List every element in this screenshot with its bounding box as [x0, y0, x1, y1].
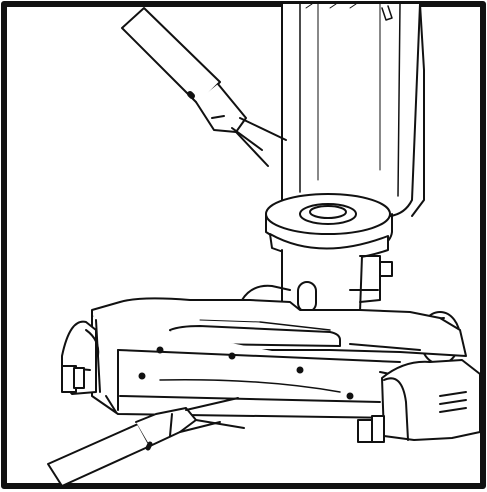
left-end-cap [61, 320, 100, 395]
filter-cap [265, 193, 393, 261]
rear-wheel [241, 284, 291, 301]
cutting-tool-upper [121, 7, 287, 167]
vacuum-upright-body [281, 3, 425, 217]
right-end-cap [357, 359, 481, 443]
cutting-tool-lower [47, 397, 245, 487]
